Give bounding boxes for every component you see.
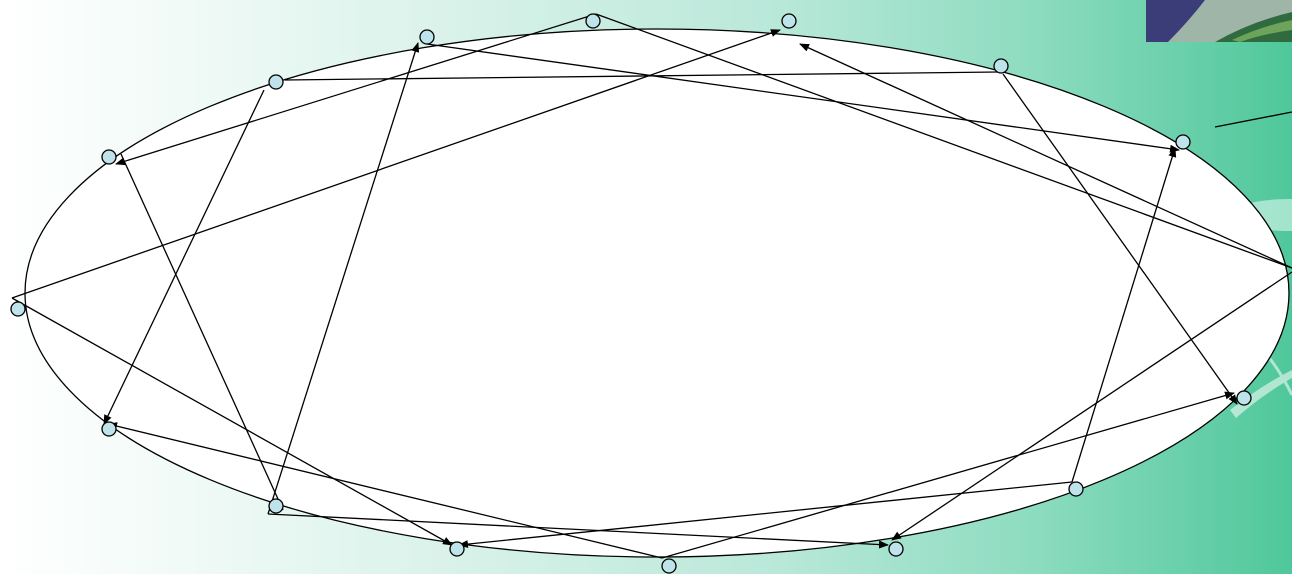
node-7 xyxy=(102,150,116,164)
node-15 xyxy=(662,559,676,573)
node-4 xyxy=(994,59,1008,73)
node-12 xyxy=(1069,482,1083,496)
node-10 xyxy=(102,422,116,436)
outer-ellipse xyxy=(25,29,1289,557)
node-5 xyxy=(269,75,283,89)
node-1 xyxy=(586,14,600,28)
node-9 xyxy=(1237,391,1251,405)
node-13 xyxy=(450,542,464,556)
node-14 xyxy=(889,542,903,556)
node-2 xyxy=(782,14,796,28)
node-11 xyxy=(269,499,283,513)
node-8 xyxy=(11,302,25,316)
node-6 xyxy=(1176,135,1190,149)
node-3 xyxy=(420,30,434,44)
